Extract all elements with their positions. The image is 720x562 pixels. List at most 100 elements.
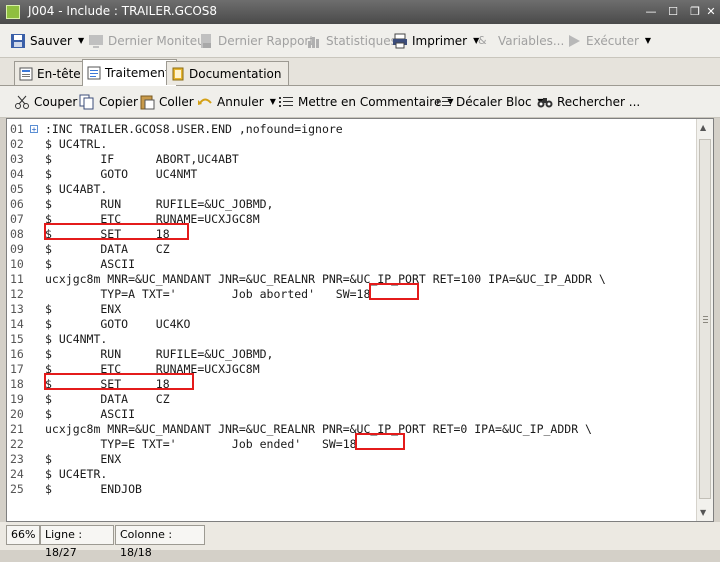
chevron-down-icon[interactable]: ▼ — [473, 36, 480, 45]
code-line[interactable]: 02$ UC4TRL. — [7, 137, 707, 152]
tab-header[interactable]: En-tête — [14, 61, 88, 85]
code-line[interactable]: 04$ GOTO UC4NMT — [7, 167, 707, 182]
line-number: 01 — [10, 122, 24, 136]
vertical-scrollbar[interactable]: ▲ ▼ — [696, 119, 713, 521]
code-text: TYP=A TXT=' Job aborted' SW=18 — [45, 287, 371, 301]
line-number: 03 — [10, 152, 24, 166]
line-number: 10 — [10, 257, 24, 271]
code-text: $ UC4ABT. — [45, 182, 108, 196]
status-bar: 66% Ligne : 18/27 Colonne : 18/18 — [0, 522, 720, 559]
variables-button[interactable]: & Variables... — [478, 33, 565, 48]
last-monitor-button[interactable]: Dernier Moniteur — [88, 24, 210, 57]
execute-button[interactable]: Exécuter▼ — [566, 24, 651, 57]
scrollbar-thumb[interactable] — [699, 139, 711, 499]
code-text: $ ETC RUNAME=UCXJGC8M — [45, 362, 260, 376]
code-text: ucxjgc8m MNR=&UC_MANDANT JNR=&UC_REALNR … — [45, 422, 592, 436]
code-line[interactable]: 13$ ENX — [7, 302, 707, 317]
code-editor[interactable]: 01+:INC TRAILER.GCOS8.USER.END ,nofound=… — [6, 118, 714, 522]
chevron-down-icon[interactable]: ▼ — [269, 97, 276, 106]
code-line[interactable]: 05 $ UC4ABT. — [7, 182, 707, 197]
shift-block-button[interactable]: Décaler Bloc▼ — [436, 86, 544, 117]
code-line[interactable]: 07$ ETC RUNAME=UCXJGC8M — [7, 212, 707, 227]
code-text: $ RUN RUFILE=&UC_JOBMD, — [45, 197, 274, 211]
code-text: $ ETC RUNAME=UCXJGC8M — [45, 212, 260, 226]
code-line[interactable]: 20$ ASCII — [7, 407, 707, 422]
code-line[interactable]: 25$ ENDJOB — [7, 482, 707, 497]
code-line[interactable]: 22 TYP=E TXT=' Job ended' SW=18 — [7, 437, 707, 452]
line-number: 05 — [10, 182, 24, 196]
main-toolbar: Sauver▼ Dernier Moniteur Dernier Rapport… — [0, 24, 720, 58]
highlight-sw-line-22 — [355, 433, 405, 450]
highlight-set-line-08 — [44, 223, 189, 240]
comment-button[interactable]: Mettre en Commentaire▼ — [278, 86, 454, 117]
code-line[interactable]: 16$ RUN RUFILE=&UC_JOBMD, — [7, 347, 707, 362]
save-button[interactable]: Sauver▼ — [10, 24, 84, 57]
line-number: 20 — [10, 407, 24, 421]
chart-icon — [306, 33, 322, 49]
save-icon — [10, 33, 26, 49]
monitor-icon — [88, 33, 104, 49]
header-icon — [19, 67, 33, 81]
fold-toggle-icon[interactable]: + — [30, 125, 38, 134]
code-line[interactable]: 03$ IF ABORT,UC4ABT — [7, 152, 707, 167]
clipboard-icon — [139, 94, 155, 110]
line-number: 12 — [10, 287, 24, 301]
code-line[interactable]: 24$ UC4ETR. — [7, 467, 707, 482]
tab-processing[interactable]: Traitement — [82, 59, 177, 86]
undo-button[interactable]: Annuler▼ — [197, 86, 276, 117]
code-text: $ DATA CZ — [45, 392, 170, 406]
line-number: 15 — [10, 332, 24, 346]
cut-button[interactable]: Couper — [14, 86, 77, 117]
line-number: 23 — [10, 452, 24, 466]
code-line[interactable]: 23 $ ENX — [7, 452, 707, 467]
tab-documentation[interactable]: Documentation — [166, 61, 289, 85]
close-icon[interactable]: ✕ — [706, 5, 716, 18]
printer-icon — [392, 33, 408, 49]
line-number: 11 — [10, 272, 24, 286]
line-number: 09 — [10, 242, 24, 256]
chevron-down-icon[interactable]: ▼ — [78, 36, 85, 45]
zoom-level: 66% — [6, 525, 40, 545]
paste-button[interactable]: Coller — [139, 86, 194, 117]
code-line[interactable]: 19$ DATA CZ — [7, 392, 707, 407]
book-icon — [171, 67, 185, 81]
code-line[interactable]: 09$ DATA CZ — [7, 242, 707, 257]
line-number: 02 — [10, 137, 24, 151]
code-line[interactable]: 18$ SET 18 — [7, 377, 707, 392]
code-line[interactable]: 01+:INC TRAILER.GCOS8.USER.END ,nofound=… — [7, 122, 707, 137]
window-title: J004 - Include : TRAILER.GCOS8 — [28, 4, 218, 18]
minimize-icon[interactable]: — — [645, 5, 657, 18]
code-text: $ SET 18 — [45, 227, 170, 241]
title-bar: J004 - Include : TRAILER.GCOS8 — ☐ ❐ ✕ — [0, 0, 720, 24]
code-text: $ ENX — [45, 452, 122, 466]
app-icon — [6, 5, 20, 19]
code-text: $ ENX — [45, 302, 122, 316]
indent-icon — [436, 94, 452, 110]
line-number: 16 — [10, 347, 24, 361]
code-text: TYP=E TXT=' Job ended' SW=18 — [45, 437, 357, 451]
last-report-button[interactable]: Dernier Rapport — [198, 24, 314, 57]
statistics-button[interactable]: Statistiques — [306, 24, 397, 57]
copy-button[interactable]: Copier — [79, 86, 138, 117]
code-line[interactable]: 06$ RUN RUFILE=&UC_JOBMD, — [7, 197, 707, 212]
binoculars-icon — [537, 94, 553, 110]
scroll-up-icon[interactable]: ▲ — [700, 123, 707, 132]
code-line[interactable]: 12 TYP=A TXT=' Job aborted' SW=18 — [7, 287, 707, 302]
code-text: $ SET 18 — [45, 377, 170, 391]
code-line[interactable]: 10$ ASCII — [7, 257, 707, 272]
code-line[interactable]: 14$ GOTO UC4KO — [7, 317, 707, 332]
restore-icon[interactable]: ❐ — [690, 5, 700, 18]
chevron-down-icon[interactable]: ▼ — [644, 36, 652, 45]
print-button[interactable]: Imprimer▼ — [392, 24, 479, 57]
scroll-down-icon[interactable]: ▼ — [700, 508, 707, 517]
search-button[interactable]: Rechercher ... — [537, 86, 640, 117]
code-line[interactable]: 08$ SET 18 — [7, 227, 707, 242]
tab-strip: En-tête Traitement Documentation — [0, 58, 720, 86]
highlight-sw-line-12 — [369, 283, 419, 300]
code-line[interactable]: 15$ UC4NMT. — [7, 332, 707, 347]
code-line[interactable]: 17$ ETC RUNAME=UCXJGC8M — [7, 362, 707, 377]
maximize-icon[interactable]: ☐ — [668, 5, 678, 18]
line-number: 25 — [10, 482, 24, 496]
